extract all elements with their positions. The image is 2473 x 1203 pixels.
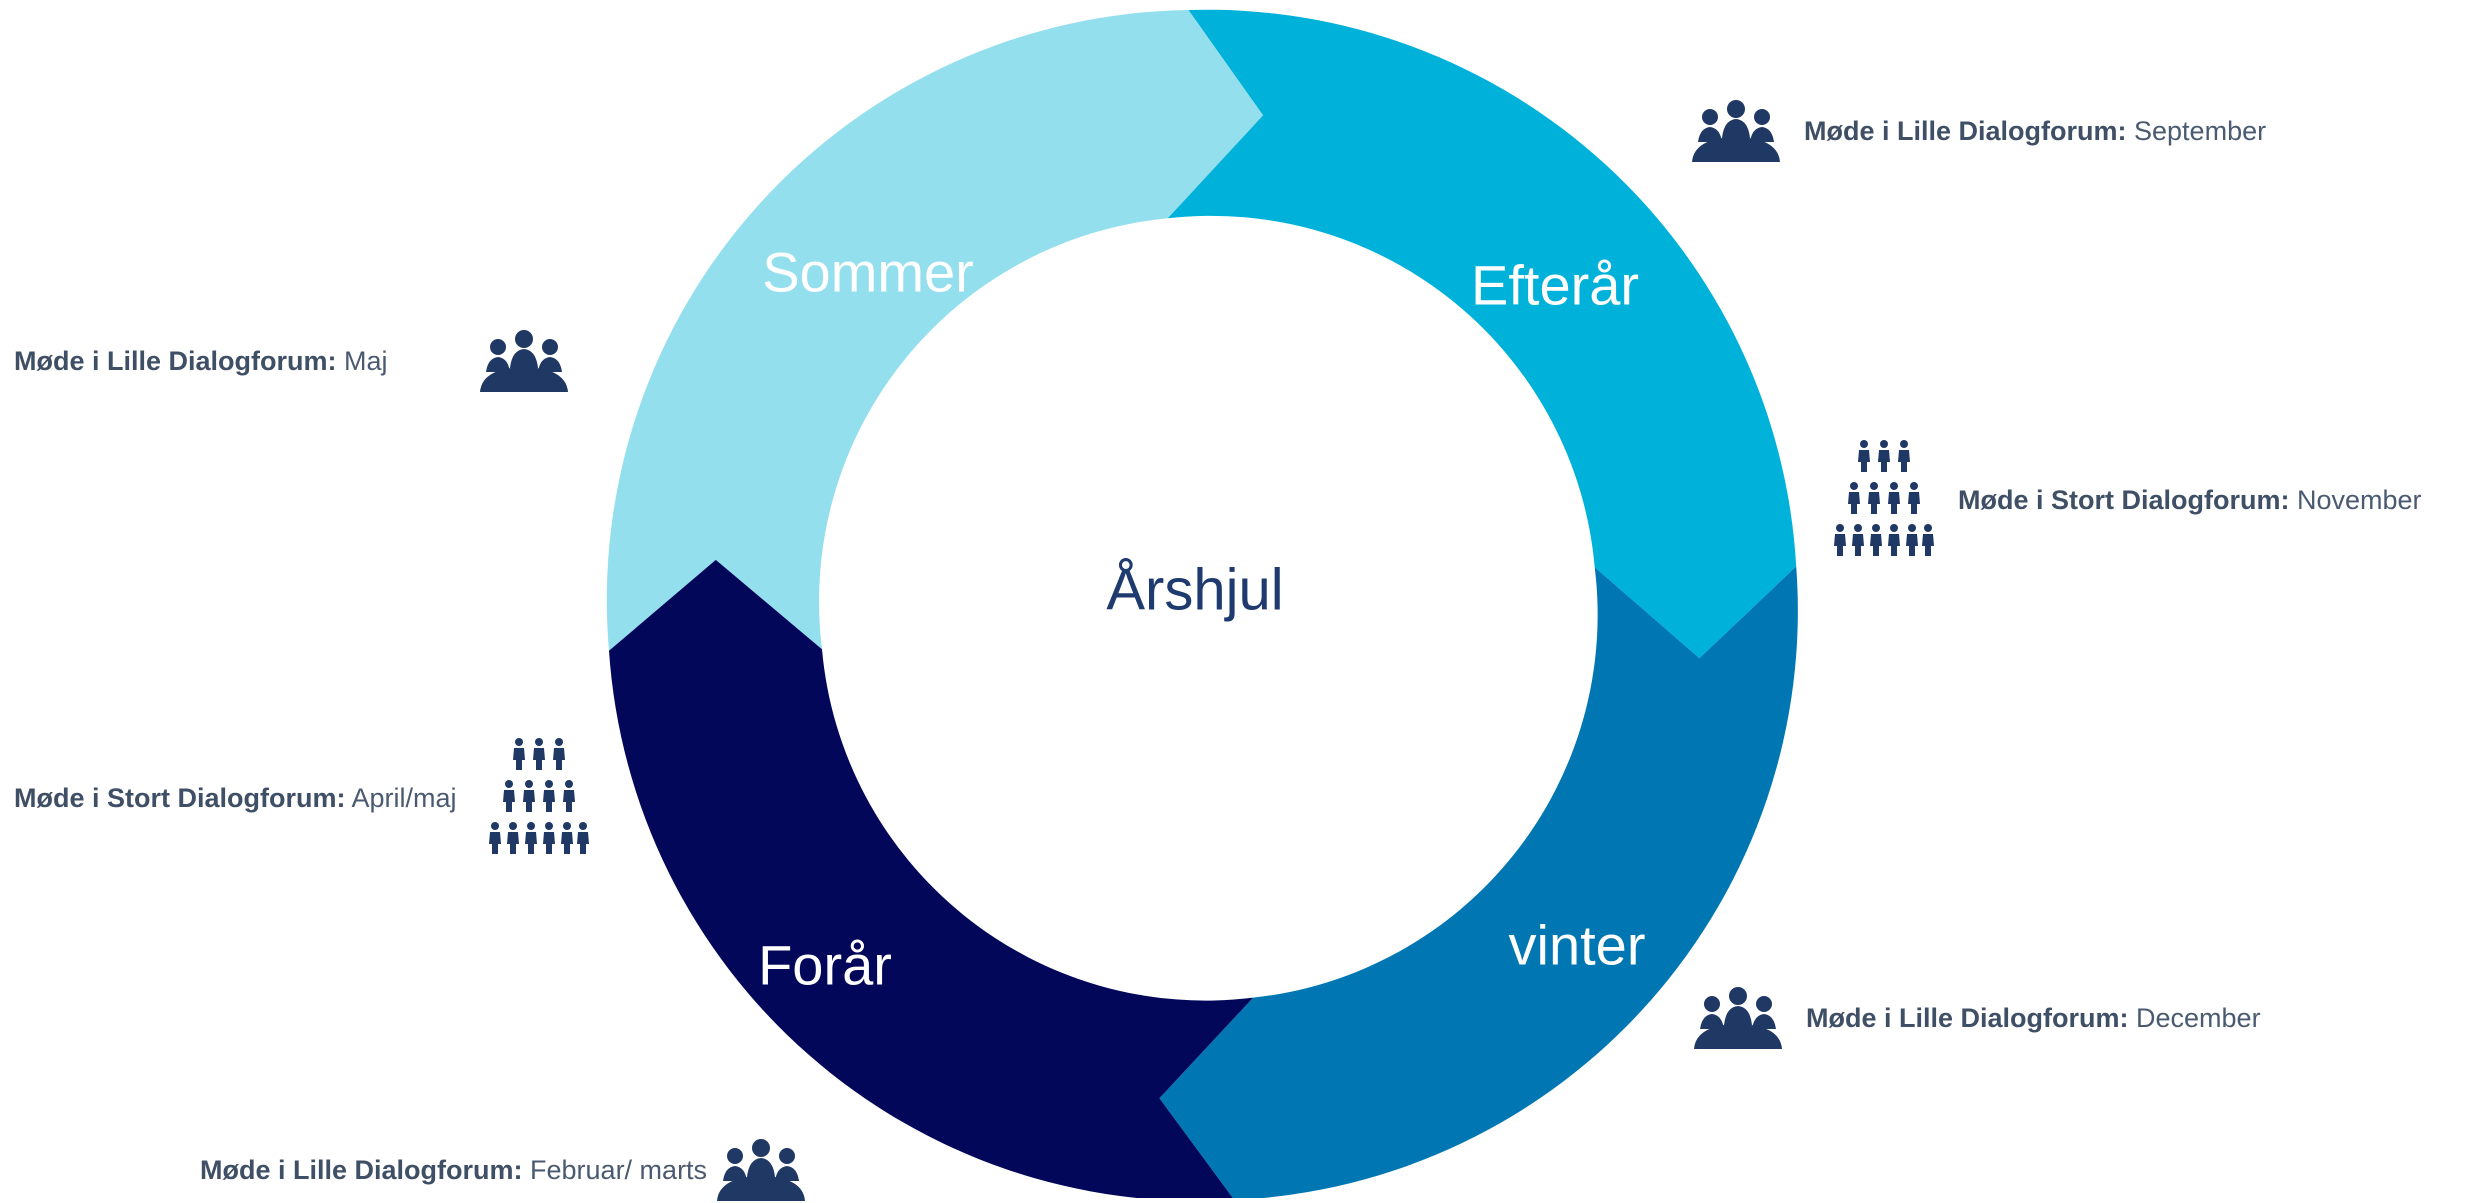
meeting-september: Møde i Lille Dialogforum: September xyxy=(1690,98,2266,164)
large-group-icon xyxy=(1832,438,1936,562)
meeting-value: December xyxy=(2136,1002,2261,1033)
meeting-november: Møde i Stort Dialogforum: November xyxy=(1832,438,2422,562)
meeting-value: Februar/ marts xyxy=(530,1154,708,1185)
segment-efteraar xyxy=(1167,9,1797,659)
center-title: Årshjul xyxy=(1106,557,1284,623)
meeting-label: Møde i Lille Dialogforum: xyxy=(14,345,337,376)
segment-foraar xyxy=(609,559,1254,1198)
small-group-icon xyxy=(715,1137,807,1203)
season-label-foraar: Forår xyxy=(758,933,892,997)
segment-sommer xyxy=(606,10,1264,651)
meeting-april-maj: Møde i Stort Dialogforum: April/maj xyxy=(14,736,591,860)
meeting-december: Møde i Lille Dialogforum: December xyxy=(1692,985,2261,1051)
meeting-februar-marts: Møde i Lille Dialogforum: Februar/ marts xyxy=(200,1137,807,1203)
meeting-label: Møde i Lille Dialogforum: xyxy=(1804,115,2127,146)
meeting-value: November xyxy=(2297,484,2422,515)
season-label-vinter: vinter xyxy=(1508,913,1646,977)
meeting-value: September xyxy=(2134,115,2267,146)
meeting-maj: Møde i Lille Dialogforum: Maj xyxy=(14,328,570,394)
season-label-sommer: Sommer xyxy=(762,240,974,304)
meeting-value: Maj xyxy=(344,345,388,376)
season-label-efteraar: Efterår xyxy=(1470,253,1640,317)
meeting-label: Møde i Lille Dialogforum: xyxy=(1806,1002,2129,1033)
small-group-icon xyxy=(478,328,570,394)
small-group-icon xyxy=(1690,98,1782,164)
segment-vinter xyxy=(1159,566,1798,1198)
meeting-value: April/maj xyxy=(351,782,457,813)
meeting-label: Møde i Lille Dialogforum: xyxy=(200,1154,523,1185)
meeting-label: Møde i Stort Dialogforum: xyxy=(1958,484,2290,515)
small-group-icon xyxy=(1692,985,1784,1051)
meeting-label: Møde i Stort Dialogforum: xyxy=(14,782,346,813)
large-group-icon xyxy=(487,736,591,860)
